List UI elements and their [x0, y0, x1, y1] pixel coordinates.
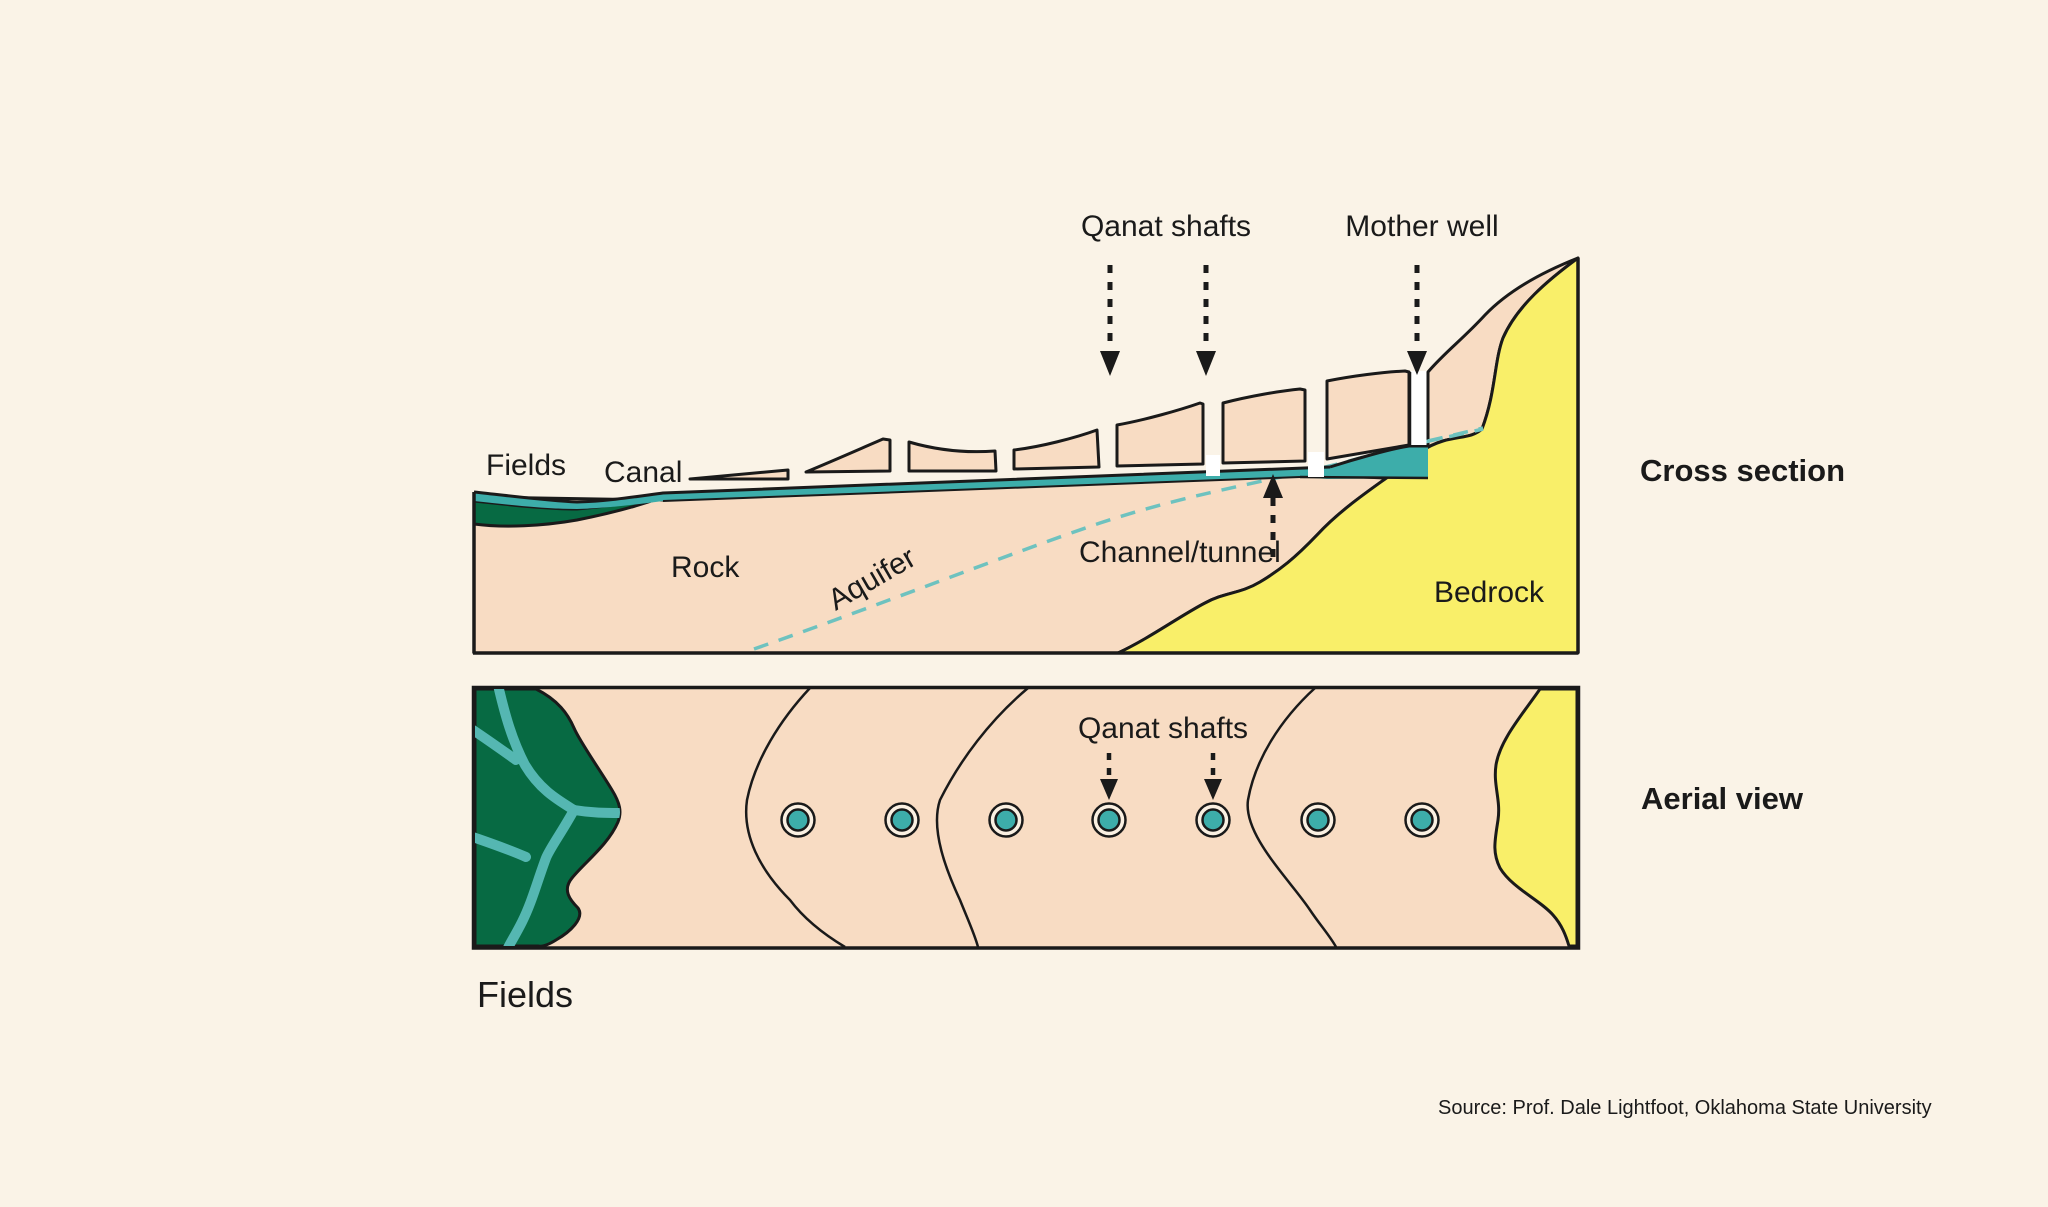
mound — [907, 440, 998, 473]
qanat-shaft-holes — [780, 802, 1440, 838]
arrowhead-down-icon — [1407, 351, 1427, 375]
arrowhead-down-icon — [1100, 779, 1118, 800]
mother-well-shaft — [1411, 371, 1427, 445]
shaft-hole — [1404, 802, 1440, 838]
shaft-hole — [988, 802, 1024, 838]
arrowhead-up-icon — [1263, 474, 1283, 498]
mound — [1012, 428, 1101, 471]
cross-section-heading: Cross section — [1640, 453, 1846, 488]
aerial-view-panel — [471, 685, 1581, 950]
shaft-hole — [1195, 802, 1231, 838]
shaft-hole — [884, 802, 920, 838]
aerial-bedrock — [1493, 687, 1579, 948]
mound — [804, 437, 892, 474]
arrowhead-down-icon — [1204, 779, 1222, 800]
mound — [1325, 369, 1411, 461]
annotation-arrows — [1100, 265, 1427, 560]
surface-line — [473, 465, 1331, 504]
aerial-contours — [744, 687, 1338, 949]
mother-well-label: Mother well — [1345, 210, 1499, 243]
qanat-shafts-label-aerial: Qanat shafts — [1077, 712, 1249, 745]
mound — [1221, 387, 1307, 465]
cross-section-frame — [472, 258, 1580, 655]
spoil-mounds — [688, 369, 1411, 481]
fields-label-aerial: Fields — [477, 974, 574, 1015]
aquifer-line-end — [1427, 426, 1484, 443]
source-credit: Source: Prof. Dale Lightfoot, Oklahoma S… — [1438, 1097, 1932, 1119]
canal-label: Canal — [604, 456, 683, 489]
cross-section-panel — [472, 256, 1580, 655]
arrowhead-down-icon — [1100, 351, 1120, 376]
aerial-view-heading: Aerial view — [1641, 781, 1803, 816]
shaft-hole — [1300, 802, 1336, 838]
shaft-hole — [780, 802, 816, 838]
shaft-hole — [1091, 802, 1127, 838]
channel-bottom-line — [1299, 475, 1429, 480]
arrowhead-down-icon — [1196, 351, 1216, 376]
shaft-slit — [1308, 452, 1324, 477]
qanat-shafts-label-cross: Qanat shafts — [1080, 210, 1252, 243]
fields-label-cross: Fields — [486, 449, 567, 482]
rock-label: Rock — [671, 551, 740, 584]
shaft-slit — [1206, 455, 1220, 476]
aerial-annotation-arrows — [1100, 753, 1222, 800]
aerial-rivers — [475, 689, 620, 947]
canal-bank — [688, 468, 790, 481]
bedrock-label: Bedrock — [1433, 576, 1545, 609]
mound — [1115, 401, 1205, 468]
strip-underline — [662, 476, 1301, 502]
channel-tunnel-label: Channel/tunnel — [1079, 536, 1281, 569]
water-channel — [474, 446, 1428, 509]
